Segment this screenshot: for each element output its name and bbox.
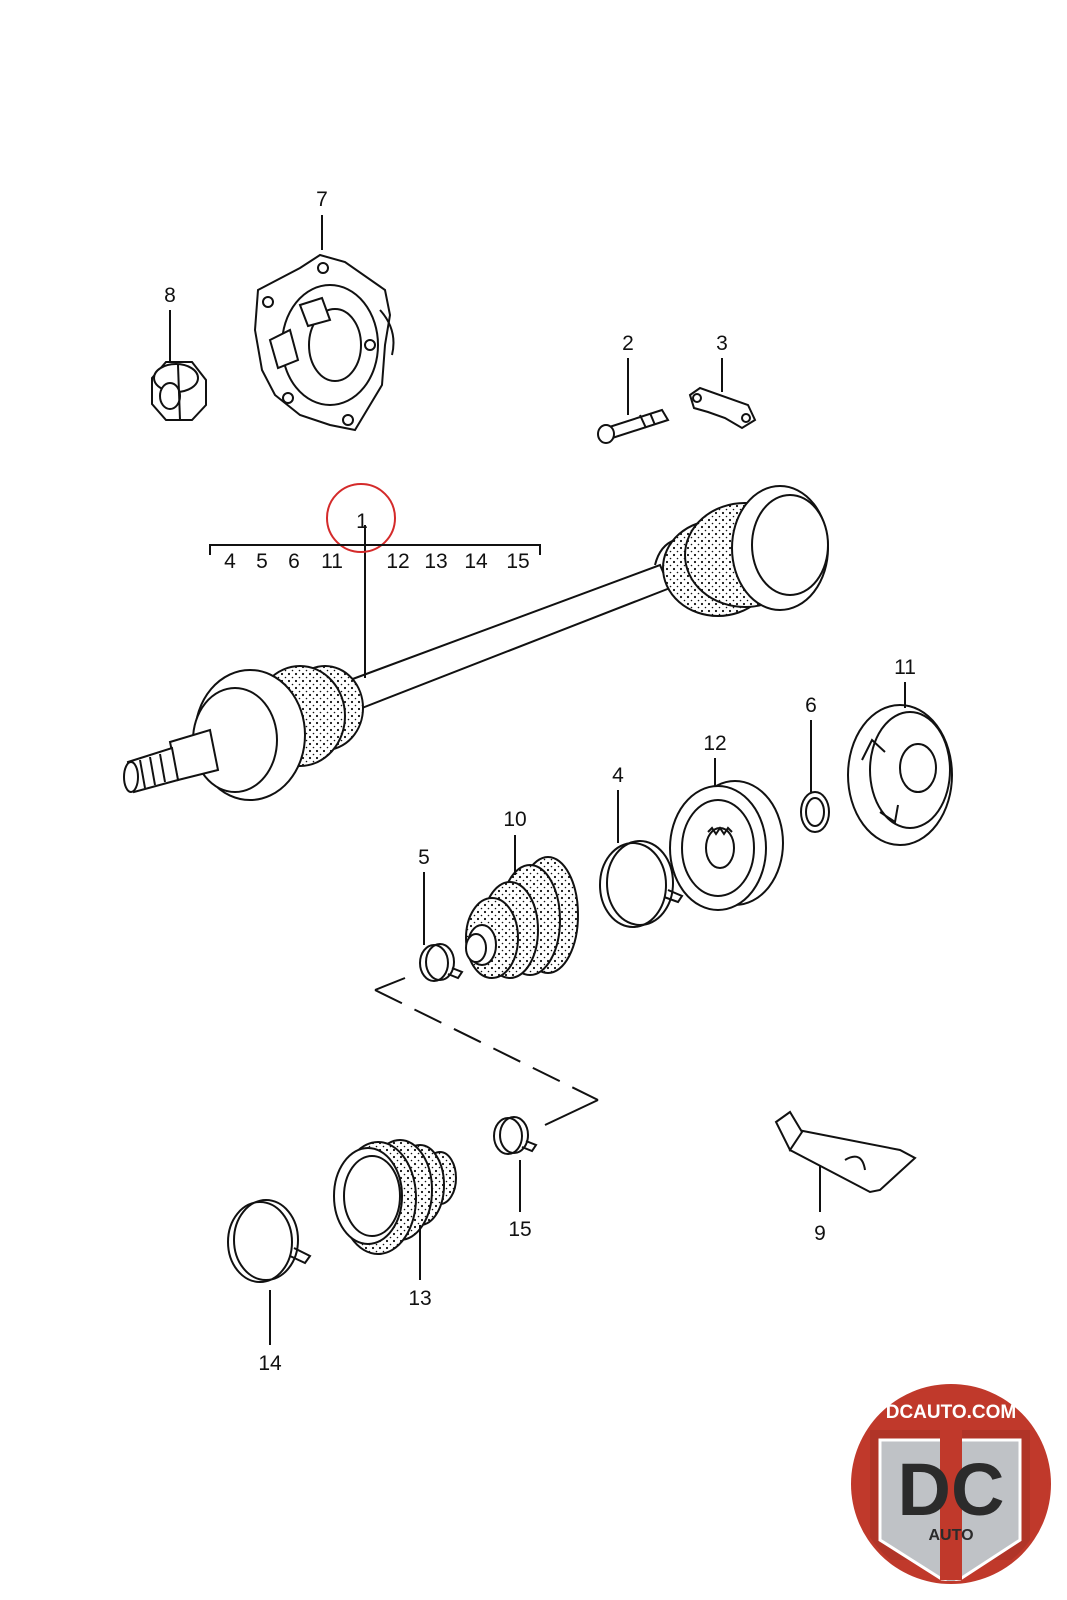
callout-8[interactable]: 8 (164, 284, 176, 307)
plate-part-3[interactable] (688, 386, 757, 430)
callout-2[interactable]: 2 (622, 332, 634, 355)
group-item-4: 4 (224, 550, 236, 573)
clamp-band-part-4[interactable] (599, 840, 684, 928)
highlight-circle (326, 483, 396, 553)
group-item-15: 15 (506, 550, 529, 573)
group-item-11: 11 (321, 550, 343, 573)
callout-3[interactable]: 3 (716, 332, 728, 355)
cv-joint-part-12[interactable] (669, 780, 784, 911)
callout-12[interactable]: 12 (703, 732, 726, 755)
bolt-part-2[interactable] (597, 408, 670, 444)
callout-11[interactable]: 11 (894, 656, 916, 679)
assembly-group-bracket (209, 544, 541, 555)
callout-4[interactable]: 4 (612, 764, 624, 787)
small-clamp-part-15[interactable] (493, 1116, 538, 1155)
callout-5[interactable]: 5 (418, 846, 430, 869)
cover-part-11[interactable] (847, 704, 953, 846)
callout-14[interactable]: 14 (258, 1352, 282, 1375)
flange-part-7[interactable] (253, 253, 395, 432)
callout-15[interactable]: 15 (508, 1218, 531, 1241)
group-item-5: 5 (256, 550, 268, 573)
alternative-parts-connector (374, 977, 599, 1126)
circlip-part-6[interactable] (800, 791, 830, 833)
group-item-12: 12 (386, 550, 409, 573)
dcauto-logo: DCAUTO.COM DC AUTO (851, 1384, 1051, 1584)
callout-6[interactable]: 6 (805, 694, 817, 717)
clamp-band-part-14[interactable] (227, 1199, 312, 1283)
group-item-6: 6 (288, 550, 300, 573)
small-clamp-part-5[interactable] (419, 943, 464, 982)
logo-main-text: DC (898, 1448, 1005, 1531)
logo-domain-text: DCAUTO.COM (886, 1402, 1017, 1423)
callout-7[interactable]: 7 (316, 188, 328, 211)
group-item-13: 13 (424, 550, 447, 573)
callout-10[interactable]: 10 (503, 808, 526, 831)
group-item-14: 14 (464, 550, 488, 573)
drive-shaft-part-1[interactable] (123, 485, 829, 801)
callout-9[interactable]: 9 (814, 1222, 826, 1245)
grease-tube-part-9[interactable] (774, 1110, 917, 1194)
callout-13[interactable]: 13 (408, 1287, 431, 1310)
boot-part-13[interactable] (333, 1139, 457, 1255)
nut-part-8[interactable] (151, 361, 207, 421)
boot-part-10[interactable] (465, 856, 579, 979)
callout-1[interactable]: 1 (356, 510, 368, 533)
logo-sub-text: AUTO (928, 1527, 973, 1544)
